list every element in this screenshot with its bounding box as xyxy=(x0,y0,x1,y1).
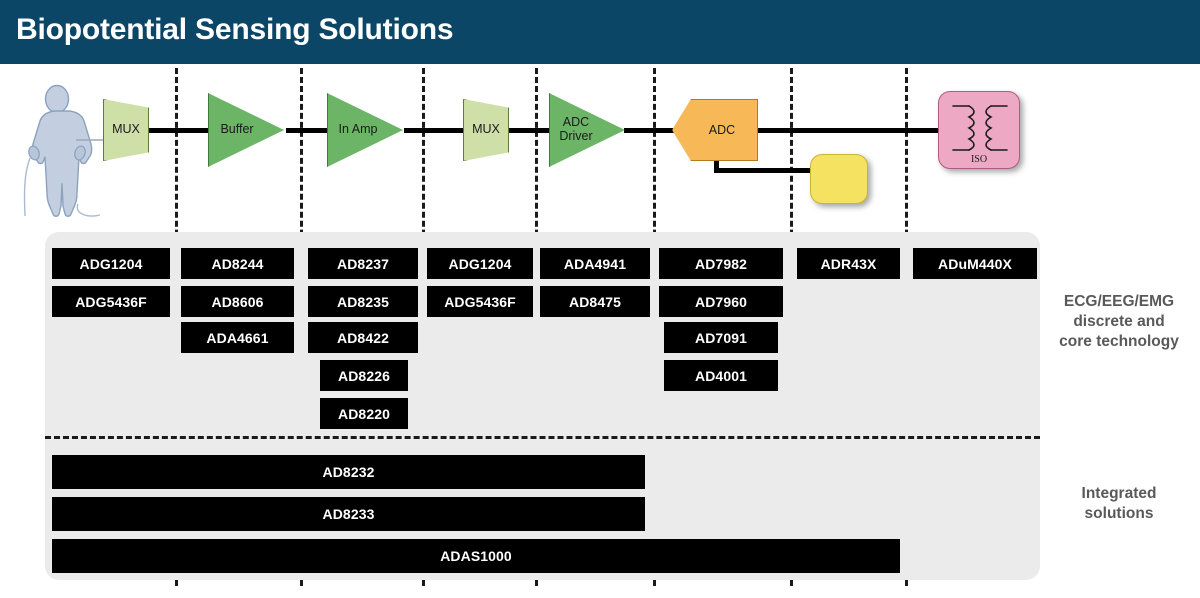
part-chip[interactable]: AD8422 xyxy=(308,322,418,353)
part-chip[interactable]: ADR43X xyxy=(797,248,900,279)
panel-row-divider xyxy=(45,436,1040,439)
block-adc[interactable] xyxy=(672,99,758,161)
isolator-label: ISO xyxy=(970,154,988,165)
block-buffer[interactable] xyxy=(208,93,284,167)
side-label-integrated-line1: Integrated xyxy=(1081,485,1157,502)
part-chip[interactable]: AD4001 xyxy=(664,360,778,391)
part-chip-integrated[interactable]: AD8232 xyxy=(52,455,645,489)
part-chip[interactable]: ADA4941 xyxy=(540,248,650,279)
block-isolator[interactable]: ISO xyxy=(938,91,1020,169)
part-chip[interactable]: ADuM440X xyxy=(913,248,1037,279)
side-label-integrated: Integrated solutions xyxy=(1045,484,1193,524)
block-mux-1[interactable] xyxy=(103,99,149,161)
part-chip[interactable]: ADG5436F xyxy=(52,286,170,317)
part-chip[interactable]: AD8244 xyxy=(181,248,294,279)
wire-adcdriver-adc xyxy=(624,128,684,133)
part-chip[interactable]: AD7091 xyxy=(664,322,778,353)
part-chip[interactable]: AD8220 xyxy=(320,398,408,429)
block-reference[interactable] xyxy=(810,154,868,204)
part-chip[interactable]: AD8235 xyxy=(308,286,418,317)
part-chip[interactable]: AD8475 xyxy=(540,286,650,317)
transformer-icon xyxy=(952,105,1008,151)
block-in-amp[interactable] xyxy=(327,93,403,167)
signal-chain-diagram: MUX Buffer In Amp MUX ADC Driver ADC xyxy=(0,64,1200,232)
part-chip-integrated[interactable]: ADAS1000 xyxy=(52,539,900,573)
side-label-discrete-line2: discrete and xyxy=(1073,312,1165,330)
wire-inamp-mux2 xyxy=(404,128,464,133)
part-chip[interactable]: AD7982 xyxy=(659,248,783,279)
part-chip[interactable]: AD8226 xyxy=(320,360,408,391)
part-chip[interactable]: ADG5436F xyxy=(427,286,533,317)
human-body-icon xyxy=(23,84,106,217)
part-chip[interactable]: ADG1204 xyxy=(52,248,170,279)
part-chip[interactable]: ADA4661 xyxy=(181,322,294,353)
wire-adc-ref-horizontal xyxy=(714,168,812,173)
wire-mux1-buffer xyxy=(146,128,214,133)
part-chip[interactable]: ADG1204 xyxy=(427,248,533,279)
part-chip[interactable]: AD7960 xyxy=(659,286,783,317)
block-mux-2[interactable] xyxy=(463,99,509,161)
page-title: Biopotential Sensing Solutions xyxy=(16,13,454,46)
wire-mux2-adcdriver xyxy=(508,128,550,133)
side-label-discrete-line3: core technology xyxy=(1059,332,1179,350)
part-chip[interactable]: AD8237 xyxy=(308,248,418,279)
part-chip-integrated[interactable]: AD8233 xyxy=(52,497,645,531)
block-adc-driver[interactable] xyxy=(549,93,625,167)
side-label-integrated-line2: solutions xyxy=(1084,504,1154,522)
part-chip[interactable]: AD8606 xyxy=(181,286,294,317)
wire-adc-iso xyxy=(756,128,944,133)
header-bar: Biopotential Sensing Solutions xyxy=(0,0,1200,64)
wire-buffer-inamp xyxy=(286,128,331,133)
side-label-discrete-line1: ECG/EEG/EMG xyxy=(1063,293,1175,310)
side-label-discrete: ECG/EEG/EMG discrete and core technology xyxy=(1045,292,1193,351)
